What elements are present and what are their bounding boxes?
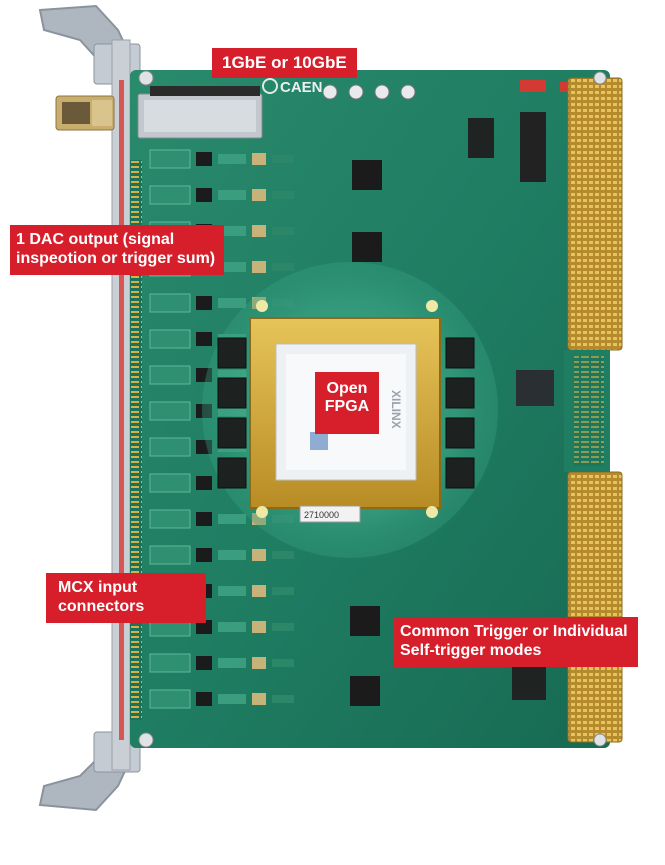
fpga-callout: Open FPGA [315,372,379,434]
mounting-holes [138,70,607,748]
trigger-modes-callout: Common Trigger or Individual Self-trigge… [394,617,638,667]
trigger-callout-line-2: Self-trigger modes [400,641,542,659]
sfp-cage [137,86,263,139]
svg-text:CAEN: CAEN [280,79,323,96]
caen-logo: CAEN [262,78,323,96]
mcx-callout-line-2: connectors [58,597,145,615]
trigger-callout-line-1: Common Trigger or Individual [400,623,628,640]
integrated-circuits [350,80,582,706]
fpga-callout-line-1: Open [326,380,368,397]
serial-label: 2710000 [299,505,361,523]
backplane-connector-bottom [567,471,623,743]
status-leds [322,84,416,100]
mcx-input-callout: MCX input connectors [46,573,206,623]
svg-text:XILINX: XILINX [389,390,403,429]
ethernet-callout: 1GbE or 10GbE [212,48,357,79]
dac-callout-line-2: inspeotion or trigger sum) [16,249,216,267]
fpga-memory-chips [217,337,475,489]
fpga-callout-line-2: FPGA [324,398,370,416]
svg-text:2710000: 2710000 [304,510,339,520]
rj45-connector [55,95,115,131]
dac-output-callout: 1 DAC output (signal inspeotion or trigg… [10,225,224,275]
dac-callout-line-1: 1 DAC output (signal [16,231,175,248]
backplane-connector-top [567,77,623,351]
mcx-callout-line-1: MCX input [58,579,138,596]
